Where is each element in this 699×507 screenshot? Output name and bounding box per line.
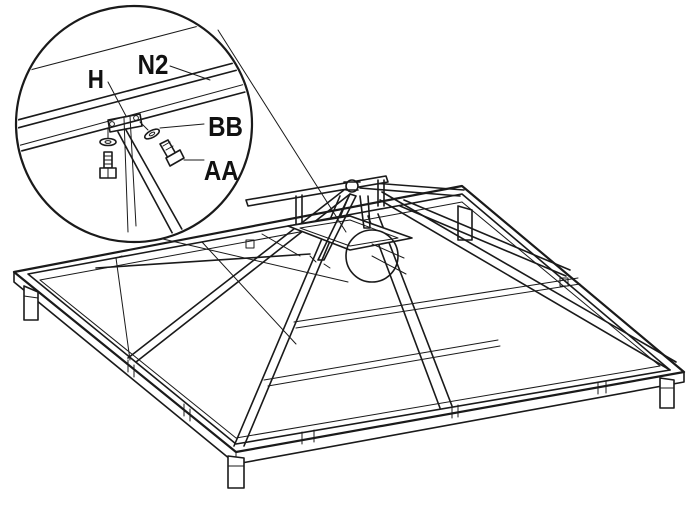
detail-callout: H N2 BB AA — [14, 4, 349, 283]
frame-feet — [23, 205, 675, 489]
rafters — [95, 181, 677, 447]
bolt-left — [99, 127, 117, 179]
bolt-right — [139, 121, 185, 167]
label-aa: AA — [204, 154, 239, 186]
detail-target-circle — [345, 229, 399, 283]
roof-cross-bars — [115, 233, 581, 387]
label-bb: BB — [208, 110, 243, 142]
label-h: H — [88, 65, 104, 94]
top-hub — [245, 175, 413, 269]
label-n2: N2 — [138, 48, 169, 80]
